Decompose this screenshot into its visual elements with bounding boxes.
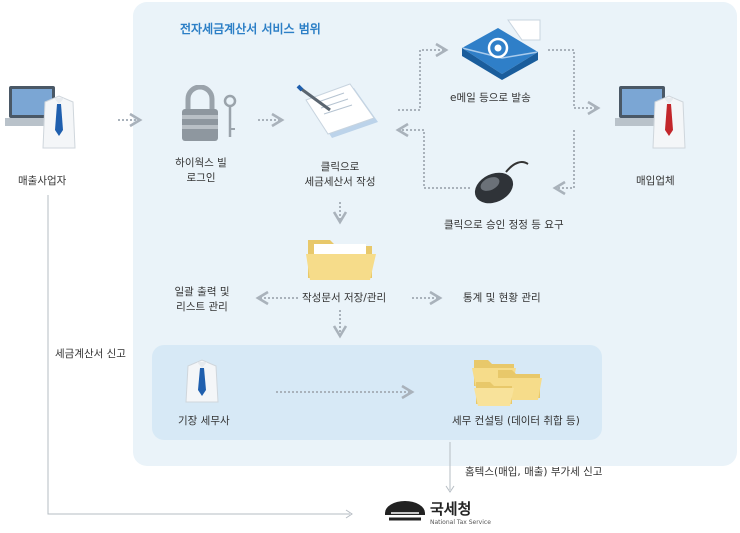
email-icon bbox=[458, 18, 548, 80]
laptop-person-icon bbox=[3, 82, 83, 152]
mouse-icon bbox=[470, 158, 532, 208]
stats-label: 통계 및 현황 관리 bbox=[463, 292, 541, 304]
diagram-title: 전자세금계산서 서비스 범위 bbox=[180, 22, 321, 36]
laptop-person-icon bbox=[613, 82, 693, 152]
seller-label: 매출사업자 bbox=[18, 175, 67, 187]
document-pen-icon bbox=[296, 82, 380, 142]
report-label: 세금계산서 신고 bbox=[55, 348, 126, 360]
approve-label: 클릭으로 승인 정정 등 요구 bbox=[444, 219, 564, 231]
nts-logo-icon bbox=[383, 499, 427, 525]
accountant-label: 기장 세무사 bbox=[178, 415, 230, 427]
email-label: e메일 등으로 발송 bbox=[450, 92, 531, 104]
nts-english-name: National Tax Service bbox=[430, 519, 491, 526]
folder-icon bbox=[306, 232, 378, 282]
buyer-label: 매입업체 bbox=[636, 175, 675, 187]
consult-label: 세무 컨설팅 (데이터 취합 등) bbox=[452, 415, 580, 427]
padlock-icon bbox=[180, 84, 240, 145]
nts-name: 국세청 bbox=[430, 500, 472, 518]
hometax-label: 홈텍스(매입, 매출) 부가세 신고 bbox=[465, 466, 603, 478]
shirt-tie-icon bbox=[185, 358, 219, 404]
save-label: 작성문서 저장/관리 bbox=[302, 292, 387, 304]
folders-icon bbox=[468, 356, 548, 406]
